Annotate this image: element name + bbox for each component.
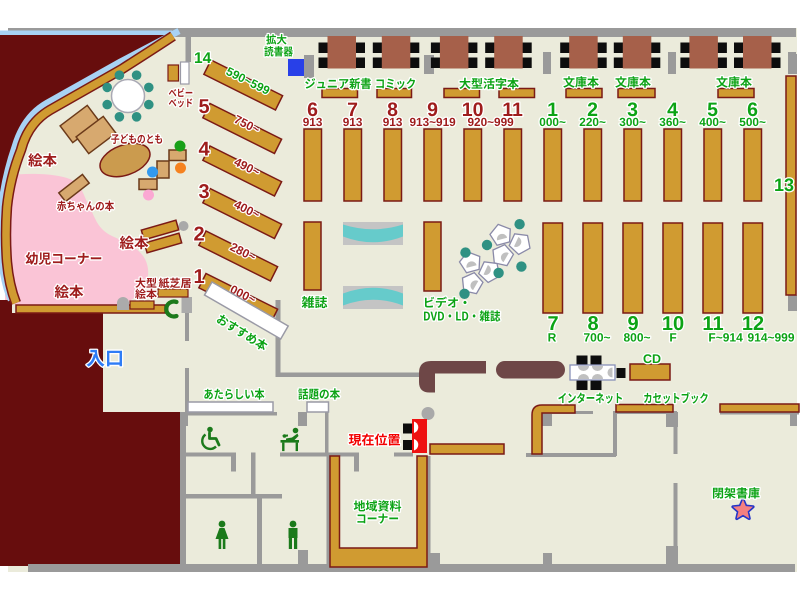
svg-text:8: 8 — [387, 99, 398, 121]
svg-text:500~: 500~ — [739, 115, 766, 129]
svg-text:914~999: 914~999 — [747, 331, 794, 345]
svg-text:12: 12 — [742, 313, 764, 335]
svg-text:CD: CD — [643, 352, 661, 366]
svg-text:2: 2 — [193, 224, 204, 246]
svg-text:913: 913 — [383, 115, 403, 129]
svg-text:700~: 700~ — [583, 331, 610, 345]
svg-text:913~919: 913~919 — [409, 115, 456, 129]
svg-text:2: 2 — [587, 99, 598, 121]
svg-text:10: 10 — [462, 99, 484, 121]
svg-text:9: 9 — [627, 313, 638, 335]
svg-text:913: 913 — [303, 115, 323, 129]
svg-text:920~999: 920~999 — [467, 115, 514, 129]
svg-text:360~: 360~ — [659, 115, 686, 129]
svg-text:300~: 300~ — [619, 115, 646, 129]
svg-text:14: 14 — [194, 50, 212, 67]
svg-text:7: 7 — [547, 313, 558, 335]
svg-text:800~: 800~ — [623, 331, 650, 345]
svg-text:1: 1 — [193, 266, 204, 288]
svg-text:13: 13 — [774, 175, 794, 195]
svg-text:913: 913 — [343, 115, 363, 129]
svg-text:F: F — [669, 331, 676, 345]
svg-text:11: 11 — [702, 313, 723, 335]
svg-text:4: 4 — [198, 139, 210, 161]
svg-text:F~914: F~914 — [708, 331, 743, 345]
svg-text:3: 3 — [627, 99, 638, 121]
svg-text:R: R — [548, 331, 557, 345]
svg-text:9: 9 — [427, 99, 438, 121]
svg-text:5: 5 — [198, 96, 209, 118]
svg-text:5: 5 — [707, 99, 718, 121]
svg-text:400~: 400~ — [699, 115, 726, 129]
svg-text:7: 7 — [347, 99, 358, 121]
svg-text:6: 6 — [307, 99, 318, 121]
svg-text:4: 4 — [667, 99, 678, 121]
svg-text:8: 8 — [587, 313, 598, 335]
svg-text:6: 6 — [747, 99, 758, 121]
svg-text:3: 3 — [198, 181, 209, 203]
svg-text:11: 11 — [502, 99, 523, 121]
svg-text:220~: 220~ — [579, 115, 606, 129]
svg-text:1: 1 — [547, 99, 558, 121]
svg-text:000~: 000~ — [539, 115, 566, 129]
svg-text:10: 10 — [662, 313, 684, 335]
